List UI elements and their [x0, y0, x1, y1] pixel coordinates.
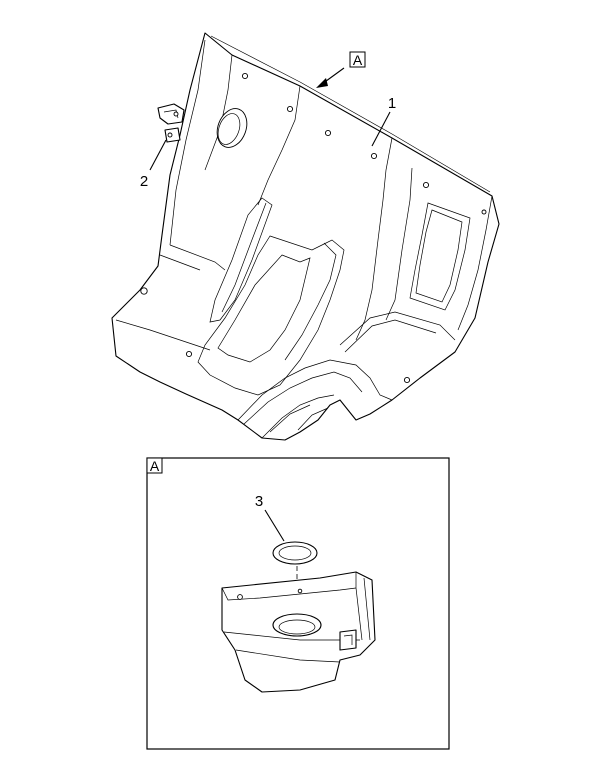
detail-cover-part [221, 571, 376, 693]
floor-cover-part [111, 32, 500, 441]
callout-2: 2 [140, 139, 167, 190]
view-marker-a: A [349, 51, 366, 68]
detail-a-frame: A [146, 457, 450, 750]
callout-3-label: 3 [255, 493, 263, 510]
detail-label: A [150, 458, 160, 474]
callout-2-label: 2 [140, 173, 148, 190]
callout-3: 3 [255, 493, 285, 542]
callout-1: 1 [371, 95, 396, 147]
view-arrow [316, 67, 345, 88]
callout-1-label: 1 [388, 95, 396, 112]
bracket-part [157, 103, 185, 143]
view-marker-label: A [353, 52, 363, 68]
seal-ring-part [272, 541, 318, 565]
